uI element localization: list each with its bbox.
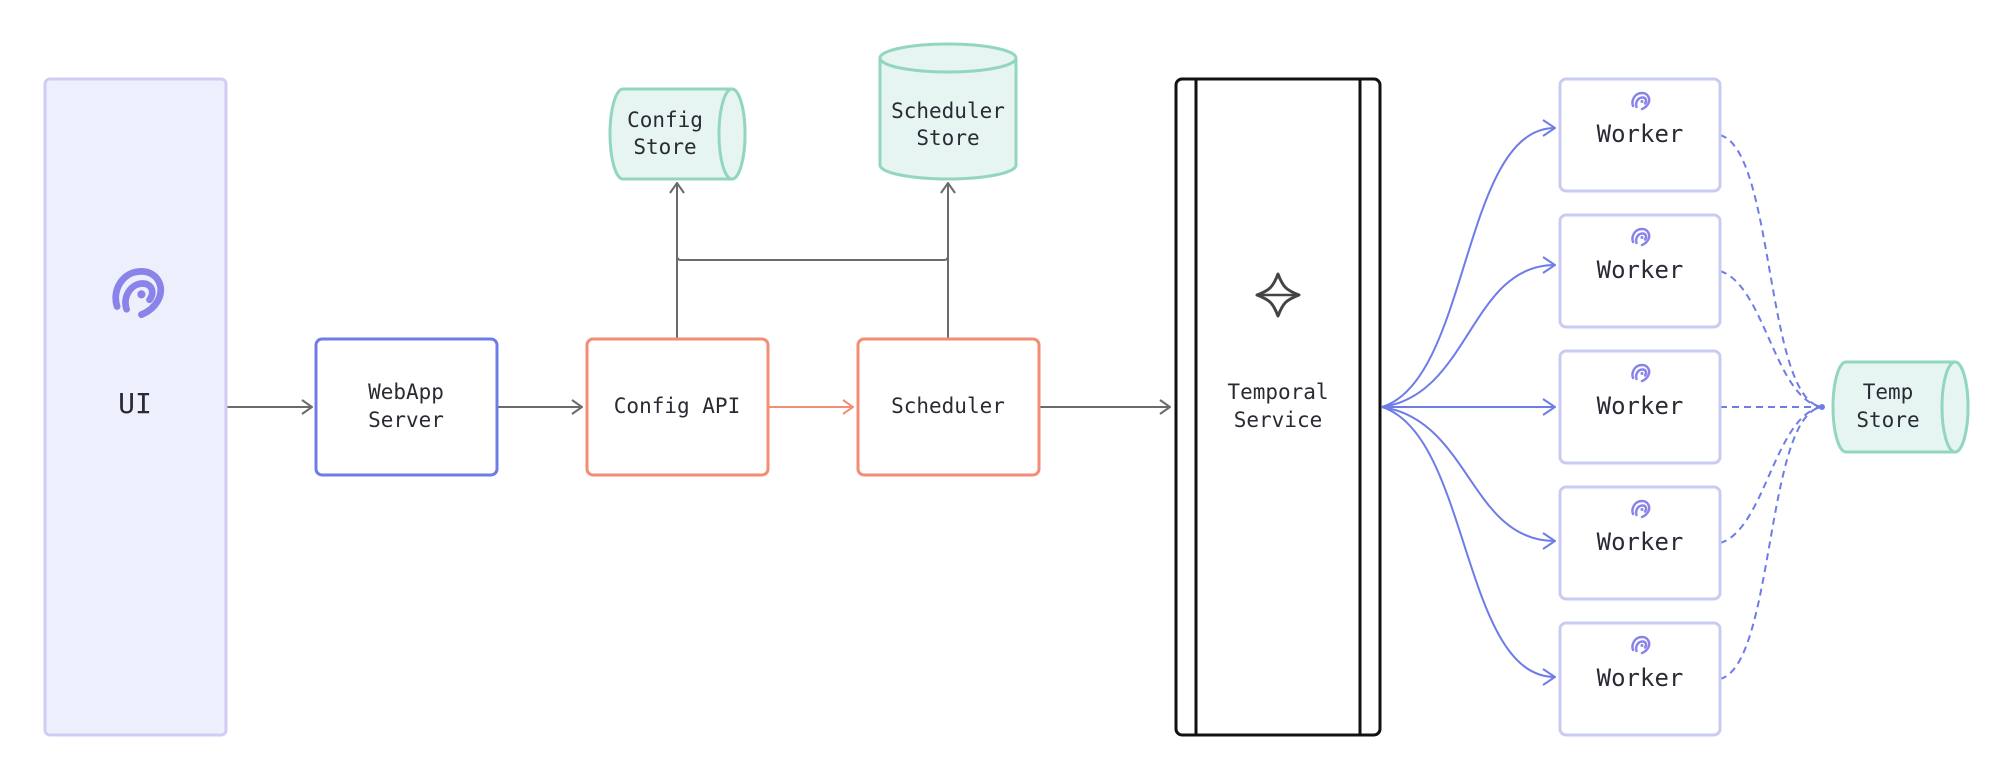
ui-label: UI [118, 387, 152, 420]
worker-box: Worker [1558, 77, 1722, 193]
stores-bus-line [676, 255, 949, 261]
temporal-to-worker5-arrow [1381, 406, 1555, 677]
worker-box: Worker [1558, 213, 1722, 329]
config-api-box: Config API [585, 337, 770, 477]
config-store-cylinder: Config Store [608, 87, 747, 181]
temporal-service-box: Temporal Service [1174, 77, 1382, 737]
scheduler-store-label-line2: Store [916, 126, 979, 150]
temporal-service-label-line2: Service [1234, 408, 1323, 432]
worker1-to-tempstore-dashed [1719, 134, 1823, 408]
worker-label: Worker [1597, 528, 1684, 556]
temp-store-label-line1: Temp [1863, 380, 1914, 404]
config-store-label-line1: Config [627, 108, 703, 132]
temporal-logo-icon [1255, 272, 1301, 318]
worker-box: Worker [1558, 621, 1722, 737]
temporal-to-worker4-arrow [1381, 406, 1555, 541]
worker-box: Worker [1558, 485, 1722, 601]
config-store-label-line2: Store [633, 135, 696, 159]
temporal-service-label-line1: Temporal [1227, 380, 1328, 404]
worker-label: Worker [1597, 664, 1684, 692]
ui-panel: UI [43, 77, 228, 737]
webapp-server-box: WebApp Server [314, 337, 499, 477]
worker2-to-tempstore-dashed [1719, 270, 1823, 408]
worker-label: Worker [1597, 256, 1684, 284]
config-api-label: Config API [614, 394, 740, 418]
worker-label: Worker [1597, 392, 1684, 420]
worker-box: Worker [1558, 349, 1722, 465]
connectors [227, 128, 1825, 679]
temp-store-label-line2: Store [1856, 408, 1919, 432]
scheduler-store-label-line1: Scheduler [891, 99, 1005, 123]
scheduler-label: Scheduler [891, 394, 1005, 418]
worker-label: Worker [1597, 120, 1684, 148]
scheduler-box: Scheduler [856, 337, 1041, 477]
worker4-to-tempstore-dashed [1719, 406, 1823, 544]
scheduler-store-cylinder: Scheduler Store [878, 42, 1018, 181]
webapp-server-label-line2: Server [368, 408, 444, 432]
tempstore-junction [1819, 404, 1825, 410]
temporal-to-worker2-arrow [1381, 265, 1555, 408]
temporal-to-worker1-arrow [1381, 128, 1555, 408]
worker5-to-tempstore-dashed [1719, 406, 1823, 680]
temp-store-cylinder: Temp Store [1831, 360, 1970, 454]
webapp-server-label-line1: WebApp [368, 380, 444, 404]
